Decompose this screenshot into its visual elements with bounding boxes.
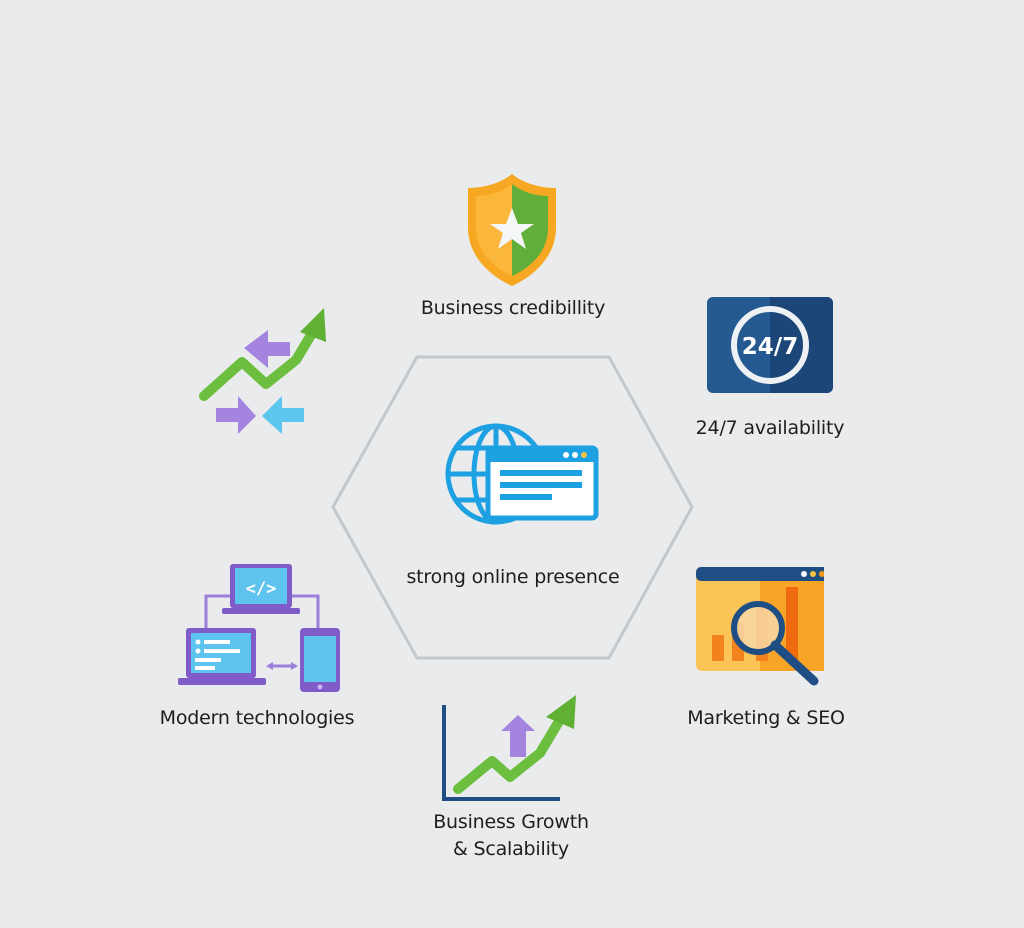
center-label: strong online presence (406, 566, 620, 588)
clock-24-7-icon: 24/7 (707, 297, 833, 393)
magnifier-chart-icon (696, 567, 824, 689)
marketing-label: Marketing & SEO (687, 707, 845, 729)
shield-star-icon (464, 172, 560, 288)
growth-label-line1: Business Growth (433, 811, 589, 833)
svg-text:</>: </> (246, 579, 277, 599)
growth-label-line2: & Scalability (453, 838, 569, 860)
devices-icon: </> (178, 562, 344, 694)
svg-text:24/7: 24/7 (742, 334, 798, 360)
credibility-label: Business credibillity (420, 297, 606, 319)
growth-chart-icon (440, 693, 584, 803)
trend-arrows-icon (196, 306, 328, 434)
availability-label: 24/7 availability (695, 417, 845, 439)
globe-browser-icon (436, 422, 600, 526)
technologies-label: Modern technologies (159, 707, 355, 729)
